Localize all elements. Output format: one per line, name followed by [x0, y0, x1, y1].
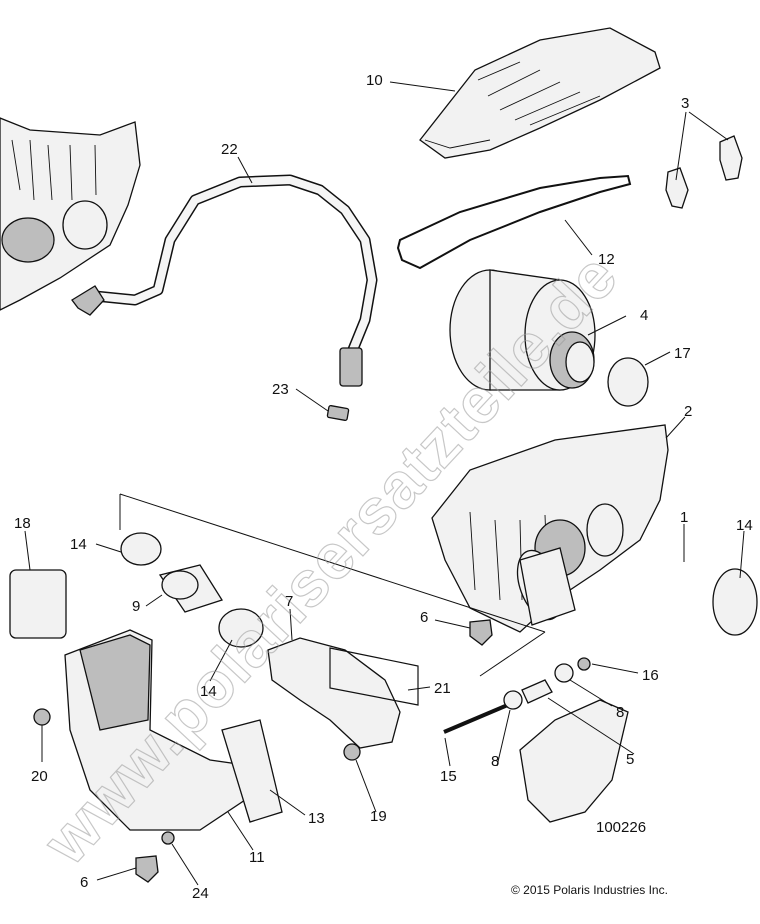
- coupler-clamp-right-part: [712, 568, 758, 636]
- callout-9: 9: [132, 598, 140, 615]
- figure-number: 100226: [596, 819, 646, 836]
- boot-part: [221, 719, 283, 823]
- intake-duct-part: [267, 637, 401, 749]
- callout-8-right: 8: [616, 704, 624, 721]
- foam-pad-part: [9, 569, 67, 639]
- callout-16: 16: [642, 667, 659, 684]
- clamp-mid-part: [218, 608, 264, 648]
- mount-hardware-parts: [443, 657, 591, 734]
- latch-clip-parts: [665, 135, 743, 209]
- fastener-19-part: [343, 743, 361, 761]
- coupler-part: [516, 547, 576, 626]
- copyright-text: © 2015 Polaris Industries Inc.: [511, 883, 668, 897]
- intake-housing-part: [64, 629, 246, 831]
- decal-part: [329, 647, 419, 706]
- callout-18: 18: [14, 515, 31, 532]
- leader-lines: [24, 81, 745, 886]
- fastener-20-part: [33, 708, 51, 726]
- callout-3: 3: [681, 95, 689, 112]
- grommet-lower-part: [135, 855, 159, 883]
- kit-bracket-lines: [119, 493, 546, 677]
- hose-clip-part: [326, 405, 350, 421]
- callout-7: 7: [285, 593, 293, 610]
- callout-22: 22: [221, 141, 238, 158]
- callout-19: 19: [370, 808, 387, 825]
- filter-clamp-part: [607, 357, 649, 407]
- callout-14-right: 14: [736, 517, 753, 534]
- callout-2: 2: [684, 403, 692, 420]
- callout-4: 4: [640, 307, 648, 324]
- callout-24: 24: [192, 885, 209, 902]
- fastener-24-part: [161, 831, 175, 845]
- grommet-upper-part: [469, 619, 493, 646]
- callout-1: 1: [680, 509, 688, 526]
- callout-10: 10: [366, 72, 383, 89]
- callout-5: 5: [626, 751, 634, 768]
- callout-6-lower: 6: [80, 874, 88, 891]
- callout-17: 17: [674, 345, 691, 362]
- callout-21: 21: [434, 680, 451, 697]
- callout-14-mid: 14: [200, 683, 217, 700]
- bracket-part: [519, 699, 629, 823]
- callout-11: 11: [249, 849, 265, 866]
- callout-6-upper: 6: [420, 609, 428, 626]
- airbox-lid-part: [419, 27, 661, 159]
- callout-13: 13: [308, 810, 325, 827]
- callout-20: 20: [31, 768, 48, 785]
- callout-15: 15: [440, 768, 457, 785]
- callout-23: 23: [272, 381, 289, 398]
- sleeve-part: [158, 564, 223, 613]
- lid-seal-part: [396, 174, 632, 270]
- callout-14-upper: 14: [70, 536, 87, 553]
- breather-hose-part: [71, 174, 378, 387]
- upper-left-airbox-part: [0, 117, 141, 311]
- air-filter-part: [449, 269, 596, 391]
- clamp-upper-left-part: [120, 532, 162, 566]
- callout-8-left: 8: [491, 753, 499, 770]
- callout-12: 12: [598, 251, 615, 268]
